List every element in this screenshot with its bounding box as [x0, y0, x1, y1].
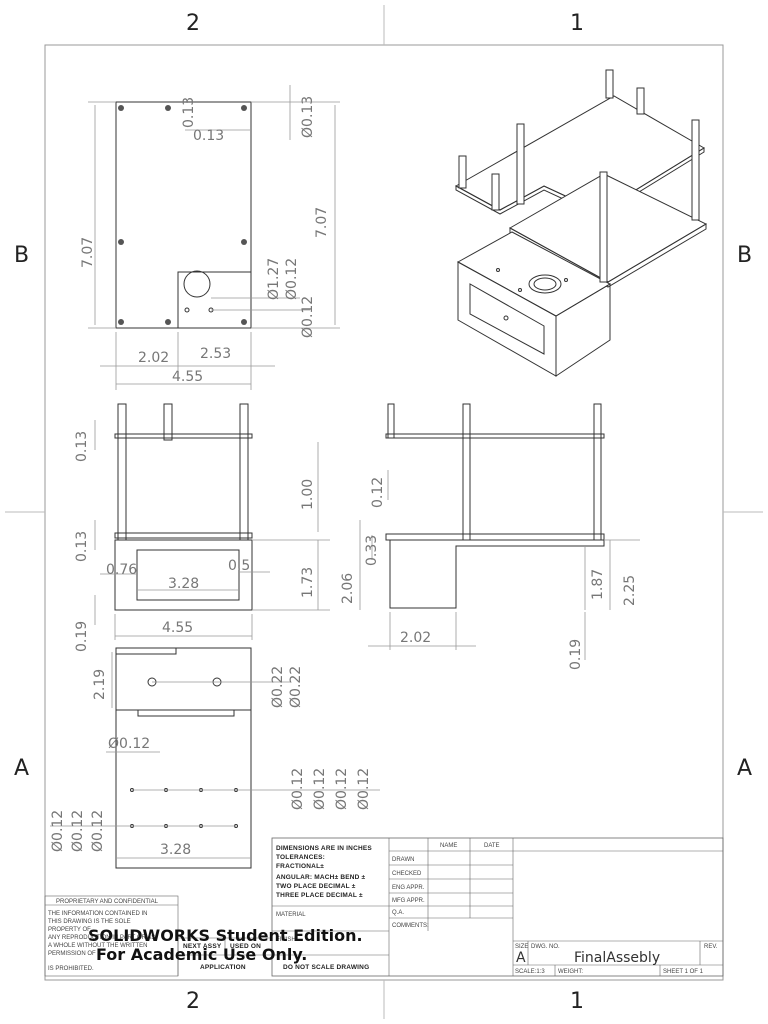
dim-top-dia-1-27: Ø1.27 — [266, 258, 282, 300]
dim-top-7-07-left: 7.07 — [80, 237, 96, 268]
tb-row-comments: COMMENTS: — [392, 923, 429, 929]
dim-side-1-87: 1.87 — [590, 569, 606, 600]
zone-label-top-1: 1 — [570, 11, 584, 36]
top-view — [88, 85, 340, 390]
proprietary-title: PROPRIETARY AND CONFIDENTIAL — [56, 899, 159, 905]
dim-bottom-dia-0-12-l3: Ø0.12 — [90, 810, 106, 852]
tb-material: MATERIAL — [276, 912, 306, 918]
proprietary-line-4: ANY REPRODUCTION IN PART OR AS — [48, 935, 155, 941]
dim-bottom-dia-0-12-r2: Ø0.12 — [312, 768, 328, 810]
tb-used-on: USED ON — [230, 943, 261, 950]
dim-front-1-00: 1.00 — [300, 479, 316, 510]
tb-size-value: A — [516, 950, 526, 966]
dim-side-0-12: 0.12 — [370, 477, 386, 508]
dim-top-2-53: 2.53 — [200, 346, 231, 362]
proprietary-line-1: THE INFORMATION CONTAINED IN — [48, 911, 147, 917]
dim-side-2-25: 2.25 — [622, 575, 638, 606]
tb-dimensions-note: DIMENSIONS ARE IN INCHES — [276, 845, 372, 852]
dim-front-4-55: 4.55 — [162, 620, 193, 636]
tb-finish: FINISH — [276, 937, 296, 943]
proprietary-line-3: PROPERTY OF — [48, 927, 91, 933]
tb-weight: WEIGHT: — [558, 969, 583, 975]
bottom-view-dimensions: 2.19 Ø0.22 Ø0.22 Ø0.12 Ø0.12 Ø0.12 Ø0.12… — [50, 666, 372, 858]
dim-side-0-19: 0.19 — [568, 639, 584, 670]
side-view — [359, 403, 640, 660]
dim-top-4-55: 4.55 — [172, 369, 203, 385]
zone-label-right-b: B — [737, 243, 752, 268]
proprietary-line-7: IS PROHIBITED. — [48, 966, 94, 972]
dim-top-0-13-b: 0.13 — [193, 128, 224, 144]
dim-side-2-06: 2.06 — [340, 573, 356, 604]
dim-bottom-dia-0-12-r1: Ø0.12 — [290, 768, 306, 810]
watermark-line-2: For Academic Use Only. — [96, 945, 307, 964]
dim-top-dia-0-13: Ø0.13 — [300, 96, 316, 138]
dim-front-0-5: 0.5 — [228, 558, 250, 574]
dim-top-0-13-a: 0.13 — [181, 97, 197, 128]
tb-row-mfg-appr: MFG APPR. — [392, 898, 425, 904]
dim-top-dia-0-12-b: Ø0.12 — [300, 296, 316, 338]
tb-fractional: FRACTIONAL± — [276, 863, 324, 870]
tb-two-place: TWO PLACE DECIMAL ± — [276, 883, 356, 890]
dim-bottom-dia-0-12-label: Ø0.12 — [108, 736, 150, 752]
isometric-view — [454, 69, 708, 377]
zone-label-left-b: B — [14, 243, 29, 268]
dim-top-7-07-right: 7.07 — [314, 207, 330, 238]
dim-side-0-33: 0.33 — [364, 535, 380, 566]
dim-side-2-02: 2.02 — [400, 630, 431, 646]
proprietary-line-2: THIS DRAWING IS THE SOLE — [48, 919, 131, 925]
tb-three-place: THREE PLACE DECIMAL ± — [276, 892, 363, 899]
tb-dwg-no-label: DWG. NO. — [531, 944, 560, 950]
zone-label-top-2: 2 — [186, 11, 200, 36]
tb-dwg-no-value: FinalAssebly — [574, 950, 660, 966]
dim-top-2-02: 2.02 — [138, 350, 169, 366]
dim-bottom-dia-0-12-r3: Ø0.12 — [334, 768, 350, 810]
dim-front-1-73: 1.73 — [300, 567, 316, 598]
tb-row-eng-appr: ENG APPR. — [392, 885, 425, 891]
tb-next-assy: NEXT ASSY — [183, 943, 222, 950]
top-view-dimensions: 0.13 0.13 Ø0.13 7.07 7.07 Ø1.27 Ø0.12 Ø0… — [80, 96, 330, 385]
tb-header-date: DATE — [484, 843, 500, 849]
tb-sheet: SHEET 1 OF 1 — [663, 969, 704, 975]
student-watermark: SOLIDWORKS Student Edition. For Academic… — [88, 926, 363, 964]
dim-front-0-13-top: 0.13 — [74, 431, 90, 462]
proprietary-line-5: A WHOLE WITHOUT THE WRITTEN — [48, 943, 147, 949]
dim-bottom-3-28: 3.28 — [160, 842, 191, 858]
tb-row-qa: Q.A. — [392, 910, 404, 916]
watermark-line-1: SOLIDWORKS Student Edition. — [88, 926, 363, 945]
tb-header-name: NAME — [440, 843, 457, 849]
dim-bottom-dia-0-12-l1: Ø0.12 — [50, 810, 66, 852]
tb-row-checked: CHECKED — [392, 871, 422, 877]
dim-bottom-2-19: 2.19 — [92, 669, 108, 700]
tb-size-label: SIZE — [515, 944, 528, 950]
title-block-text: DIMENSIONS ARE IN INCHES TOLERANCES: FRA… — [48, 843, 718, 975]
dim-bottom-dia-0-22-a: Ø0.22 — [270, 666, 286, 708]
tb-rev-label: REV. — [704, 944, 718, 950]
zone-label-bottom-2: 2 — [186, 989, 200, 1014]
tb-tolerances: TOLERANCES: — [276, 854, 325, 861]
tb-do-not-scale: DO NOT SCALE DRAWING — [283, 964, 369, 971]
tb-scale: SCALE:1:3 — [515, 969, 545, 975]
bottom-view — [50, 647, 380, 869]
zone-label-left-a: A — [14, 756, 29, 781]
dim-front-0-19: 0.19 — [74, 621, 90, 652]
front-view — [94, 403, 330, 640]
tb-row-drawn: DRAWN — [392, 857, 414, 863]
dim-top-dia-0-12-a: Ø0.12 — [284, 258, 300, 300]
front-view-dimensions: 0.13 0.13 1.00 0.76 3.28 0.5 1.73 0.19 4… — [74, 431, 316, 652]
tb-angular: ANGULAR: MACH± BEND ± — [276, 874, 366, 881]
side-view-dimensions: 0.12 0.33 2.06 1.87 2.25 2.02 0.19 — [340, 477, 638, 670]
dim-bottom-dia-0-22-b: Ø0.22 — [288, 666, 304, 708]
proprietary-line-6: PERMISSION OF — [48, 951, 96, 957]
title-block — [44, 837, 724, 977]
dim-front-0-76: 0.76 — [106, 562, 137, 578]
tb-application: APPLICATION — [200, 964, 246, 971]
dim-front-3-28: 3.28 — [168, 576, 199, 592]
dim-bottom-dia-0-12-l2: Ø0.12 — [70, 810, 86, 852]
dim-front-0-13-bottom: 0.13 — [74, 531, 90, 562]
dim-bottom-dia-0-12-r4: Ø0.12 — [356, 768, 372, 810]
zone-label-bottom-1: 1 — [570, 989, 584, 1014]
zone-label-right-a: A — [737, 756, 752, 781]
